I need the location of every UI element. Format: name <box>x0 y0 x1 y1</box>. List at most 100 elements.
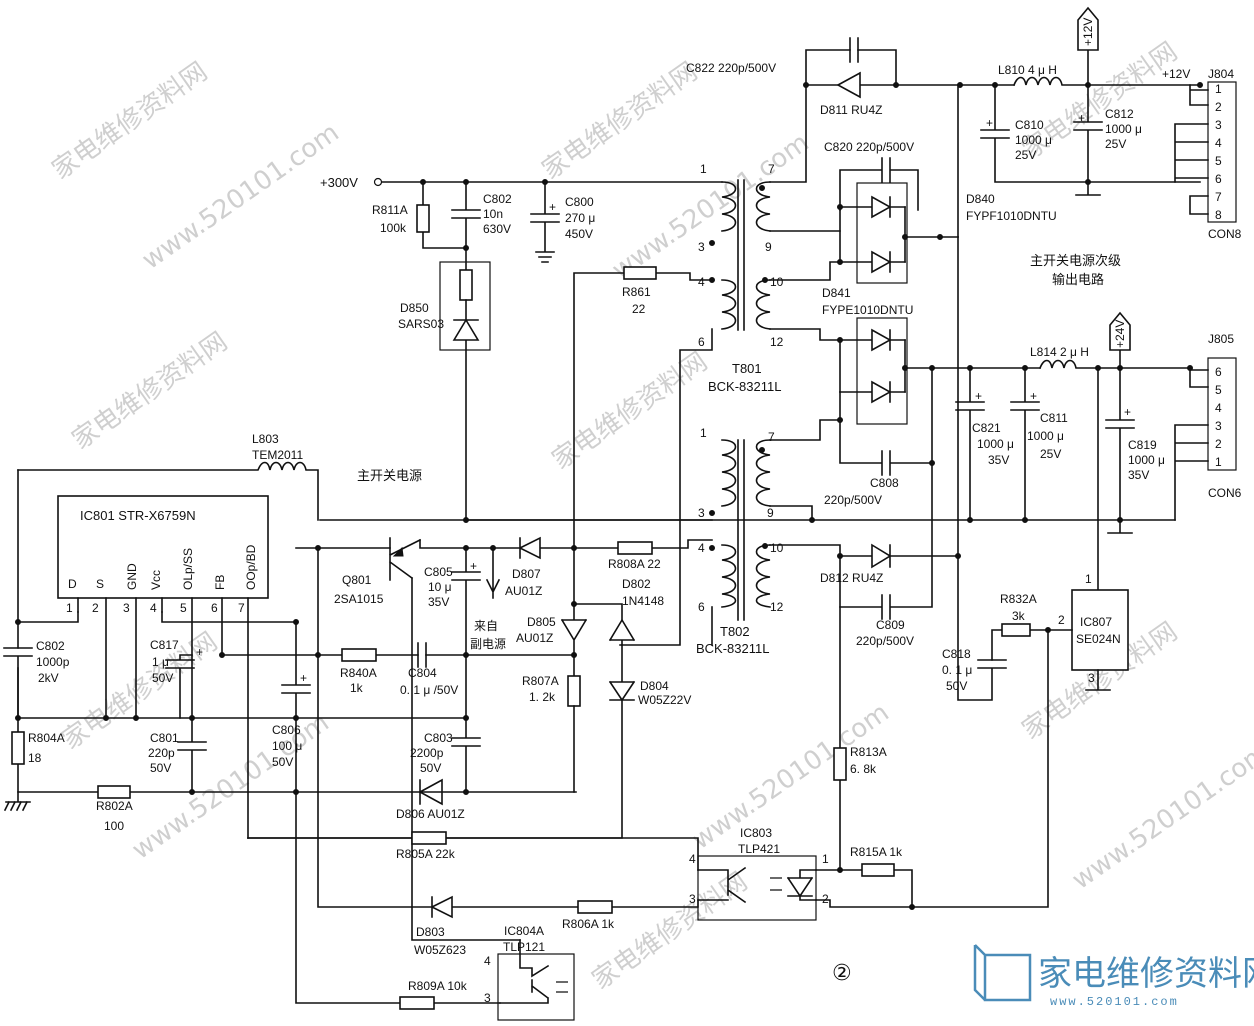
svg-text:6: 6 <box>698 600 705 614</box>
svg-text:1: 1 <box>822 852 829 866</box>
svg-text:6: 6 <box>1215 365 1222 379</box>
svg-text:R809A 10k: R809A 10k <box>408 979 468 993</box>
svg-text:D: D <box>68 577 77 591</box>
svg-text:C802: C802 <box>36 639 65 653</box>
j805-connector <box>1207 357 1237 471</box>
r805a-resistor <box>411 831 447 845</box>
svg-text:CON6: CON6 <box>1208 486 1242 500</box>
svg-text:100 μ: 100 μ <box>272 739 302 753</box>
d812-diode <box>769 236 959 569</box>
svg-text:R832A: R832A <box>1000 592 1037 606</box>
svg-text:4: 4 <box>698 541 705 555</box>
svg-text:2: 2 <box>1058 613 1065 627</box>
c817-cap <box>165 654 195 719</box>
svg-text:1000p: 1000p <box>36 655 70 669</box>
svg-text:2: 2 <box>1215 437 1222 451</box>
c822-cap <box>849 37 859 63</box>
svg-text:3: 3 <box>1215 118 1222 132</box>
d802-diode <box>608 618 636 646</box>
svg-text:BCK-83211L: BCK-83211L <box>696 641 769 656</box>
svg-text:1: 1 <box>66 601 73 615</box>
r806a-resistor <box>577 900 613 914</box>
svg-text:2SA1015: 2SA1015 <box>334 592 384 606</box>
svg-text:C810: C810 <box>1015 118 1044 132</box>
r804a-resistor <box>11 731 25 765</box>
svg-text:+: + <box>1124 405 1131 419</box>
r809a-resistor <box>399 996 435 1010</box>
svg-text:5: 5 <box>1215 383 1222 397</box>
r811a-label: R811A <box>372 203 408 217</box>
svg-text:+12V: +12V <box>1162 67 1190 81</box>
logo-icon <box>973 944 1032 1002</box>
svg-text:GND: GND <box>125 563 139 590</box>
t801-core <box>737 179 745 331</box>
svg-text:50V: 50V <box>152 671 173 685</box>
svg-text:R806A 1k: R806A 1k <box>562 917 615 931</box>
svg-text:0. 1 μ /50V: 0. 1 μ /50V <box>400 683 458 697</box>
svg-text:25V: 25V <box>1015 148 1036 162</box>
svg-text:D804: D804 <box>640 679 669 693</box>
svg-text:L814 2 μ H: L814 2 μ H <box>1030 345 1089 359</box>
svg-text:25V: 25V <box>1040 447 1061 461</box>
svg-text:J805: J805 <box>1208 332 1234 346</box>
svg-text:FYPF1010DNTU: FYPF1010DNTU <box>966 209 1057 223</box>
svg-text:6: 6 <box>698 335 705 349</box>
svg-text:C805: C805 <box>424 565 453 579</box>
svg-text:R805A 22k: R805A 22k <box>396 847 456 861</box>
r802a-resistor <box>97 785 131 799</box>
input-section: +300V R811A 100k C802 10n 630V + C800 27… <box>320 175 723 521</box>
svg-text:+: + <box>975 389 982 403</box>
r815a-resistor <box>861 863 895 877</box>
svg-text:+12V: +12V <box>1081 18 1095 46</box>
svg-text:D807: D807 <box>512 567 541 581</box>
svg-text:6: 6 <box>1215 172 1222 186</box>
svg-text:50V: 50V <box>272 755 293 769</box>
svg-text:5: 5 <box>180 601 187 615</box>
main-title: 主开关电源 <box>357 468 422 483</box>
svg-text:R813A: R813A <box>850 745 887 759</box>
svg-text:220p: 220p <box>148 746 175 760</box>
svg-text:2: 2 <box>1215 100 1222 114</box>
svg-text:1000 μ: 1000 μ <box>977 437 1014 451</box>
r811a-value: 100k <box>380 221 407 235</box>
watermark-4: www.520101.com <box>607 128 815 286</box>
svg-text:4: 4 <box>689 852 696 866</box>
logo-url: www.520101.com <box>1050 995 1179 1009</box>
svg-text:C803: C803 <box>424 731 453 745</box>
r813a-resistor <box>833 747 847 781</box>
watermark-3: 家电维修资料网 <box>537 57 703 186</box>
svg-text:IC807: IC807 <box>1080 615 1112 629</box>
svg-text:Q801: Q801 <box>342 573 372 587</box>
watermark-1: 家电维修资料网 <box>47 57 213 186</box>
svg-text:D803: D803 <box>416 925 445 939</box>
svg-text:R807A: R807A <box>522 674 559 688</box>
d850-diode <box>452 299 480 521</box>
c804-cap <box>417 642 427 668</box>
ground-symbol <box>3 791 31 812</box>
c805-cap <box>451 547 481 719</box>
svg-text:10: 10 <box>770 541 784 555</box>
svg-text:D812 RU4Z: D812 RU4Z <box>820 571 883 585</box>
svg-text:7: 7 <box>1215 190 1222 204</box>
primary-section: L803 TEM2011 主开关电源 IC801 STR-X6759N D S … <box>3 266 852 1021</box>
svg-text:35V: 35V <box>428 595 449 609</box>
svg-text:6: 6 <box>211 601 218 615</box>
svg-text:7: 7 <box>768 162 775 176</box>
svg-text:C809: C809 <box>876 618 905 632</box>
c810-cap <box>980 84 1201 183</box>
svg-text:SARS03: SARS03 <box>398 317 444 331</box>
svg-text:3: 3 <box>698 506 705 520</box>
svg-text:1k: 1k <box>350 681 364 695</box>
l814-inductor <box>1038 359 1191 370</box>
svg-text:C801: C801 <box>150 731 179 745</box>
input-terminal <box>373 177 383 187</box>
svg-text:R861: R861 <box>622 285 651 299</box>
svg-text:35V: 35V <box>988 453 1009 467</box>
svg-text:5: 5 <box>1215 154 1222 168</box>
svg-text:C821: C821 <box>972 421 1001 435</box>
svg-text:2: 2 <box>92 601 99 615</box>
q801-transistor <box>388 537 422 581</box>
ic803-package <box>697 855 817 921</box>
svg-text:7: 7 <box>238 601 245 615</box>
